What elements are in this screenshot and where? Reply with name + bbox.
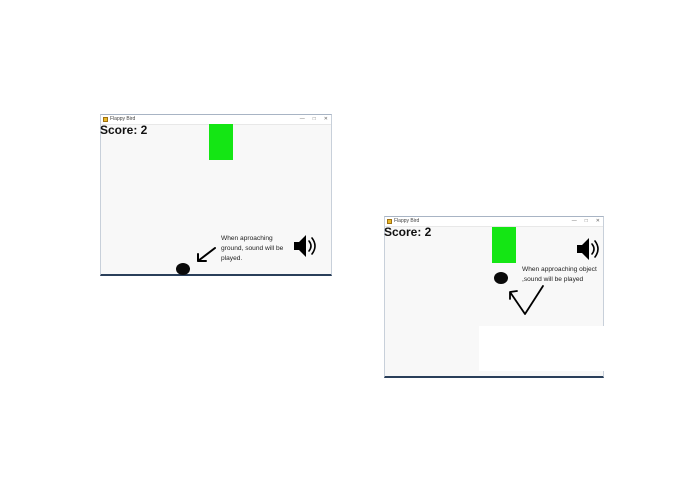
score-label: Score: 2 xyxy=(384,225,432,239)
bird-player xyxy=(176,263,190,275)
window-title: Flappy Bird xyxy=(394,218,420,224)
bird-player xyxy=(494,272,508,284)
maximize-button[interactable]: □ xyxy=(584,218,588,224)
minimize-button[interactable]: — xyxy=(299,116,305,122)
erased-area xyxy=(479,326,604,371)
score-label: Score: 2 xyxy=(100,123,148,137)
window-controls: — □ ✕ xyxy=(572,218,600,225)
chevron-up-arrow-icon xyxy=(509,285,544,315)
arrow-down-left-icon xyxy=(197,247,216,262)
app-icon xyxy=(387,219,392,224)
close-button[interactable]: ✕ xyxy=(595,218,600,224)
minimize-button[interactable]: — xyxy=(571,218,577,224)
window-controls: — □ ✕ xyxy=(300,116,328,123)
pipe-obstacle xyxy=(492,227,516,263)
ground-sound-annotation: When aproaching ground, sound will be pl… xyxy=(221,235,284,262)
pipe-obstacle xyxy=(209,124,233,160)
window-title: Flappy Bird xyxy=(110,116,136,122)
window-titlebar[interactable]: Flappy Bird — □ ✕ xyxy=(385,217,603,227)
speaker-sound-icon xyxy=(294,235,316,257)
maximize-button[interactable]: □ xyxy=(312,116,316,122)
object-sound-annotation: When approaching object ,sound will be p… xyxy=(522,266,597,283)
close-button[interactable]: ✕ xyxy=(323,116,328,122)
app-icon xyxy=(103,117,108,122)
speaker-sound-icon xyxy=(577,238,599,260)
